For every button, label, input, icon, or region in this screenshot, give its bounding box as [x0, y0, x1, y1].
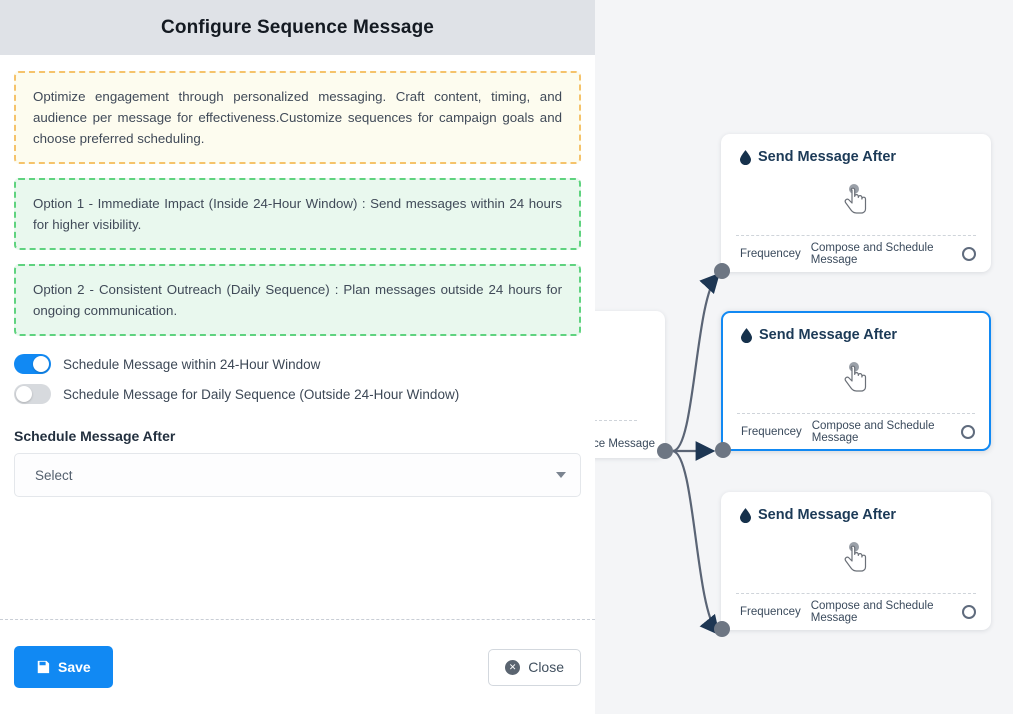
- source-node-partial[interactable]: ce Message: [595, 311, 665, 458]
- close-button-label: Close: [528, 659, 564, 675]
- close-button[interactable]: ✕ Close: [488, 648, 581, 686]
- save-button[interactable]: Save: [14, 646, 113, 688]
- node-title: Send Message After: [758, 149, 897, 165]
- node-divider: [737, 413, 975, 414]
- schedule-message-after-select[interactable]: Select: [14, 453, 581, 497]
- toggle-schedule-daily-sequence[interactable]: [14, 384, 51, 404]
- toggle-label-within-24-hour: Schedule Message within 24-Hour Window: [63, 356, 321, 372]
- node-footer-frequency-label: Frequencey: [741, 425, 802, 438]
- panel-body: Optimize engagement through personalized…: [0, 55, 595, 619]
- edge-to-node-3: [672, 449, 720, 636]
- node-send-message-after-3[interactable]: Send Message After Frequencey Compose an…: [714, 492, 991, 637]
- node-body: [722, 165, 990, 235]
- node-title: Send Message After: [759, 327, 898, 343]
- toggle-row-within-24-hour: Schedule Message within 24-Hour Window: [14, 354, 581, 374]
- source-node-output-handle[interactable]: [657, 443, 673, 459]
- source-node-footer-label: ce Message: [595, 438, 655, 450]
- node-footer: Frequencey Compose and Schedule Message: [722, 236, 990, 271]
- toggle-row-daily-sequence: Schedule Message for Daily Sequence (Out…: [14, 384, 581, 404]
- schedule-message-after-field: Schedule Message After Select: [14, 428, 581, 497]
- node-footer-compose-label: Compose and Schedule Message: [810, 241, 934, 266]
- node-divider: [736, 593, 976, 594]
- info-note-overview: Optimize engagement through personalized…: [14, 71, 581, 164]
- water-drop-icon: [740, 149, 751, 165]
- node-header: Send Message After: [722, 493, 990, 523]
- node-header: Send Message After: [723, 313, 989, 343]
- info-note-option-1: Option 1 - Immediate Impact (Inside 24-H…: [14, 178, 581, 250]
- node-input-handle[interactable]: [715, 442, 731, 458]
- panel-footer: Save ✕ Close: [0, 620, 595, 714]
- node-body: [723, 343, 989, 413]
- toggle-label-daily-sequence: Schedule Message for Daily Sequence (Out…: [63, 386, 460, 402]
- info-note-option-2: Option 2 - Consistent Outreach (Daily Se…: [14, 264, 581, 336]
- node-output-handle[interactable]: [961, 424, 975, 439]
- node-footer: Frequencey Compose and Schedule Message: [722, 594, 990, 629]
- save-button-label: Save: [58, 659, 91, 675]
- edge-to-node-1: [672, 272, 720, 453]
- toggle-knob: [16, 386, 32, 402]
- node-divider: [595, 420, 637, 421]
- schedule-message-after-label: Schedule Message After: [14, 428, 176, 444]
- flow-canvas[interactable]: ce Message Send Message: [595, 0, 1013, 714]
- page-title: Configure Sequence Message: [161, 16, 434, 38]
- water-drop-icon: [741, 327, 752, 343]
- node-output-handle[interactable]: [962, 246, 976, 261]
- node-send-message-after-2[interactable]: Send Message After Frequencey Compose an…: [715, 311, 991, 458]
- water-drop-icon: [740, 507, 751, 523]
- node-input-handle[interactable]: [714, 263, 730, 279]
- node-footer-frequency-label: Frequencey: [740, 605, 801, 618]
- close-circle-icon: ✕: [505, 659, 521, 675]
- node-body: [722, 523, 990, 593]
- node-input-handle[interactable]: [714, 621, 730, 637]
- toggle-knob: [33, 356, 49, 372]
- node-footer-compose-label: Compose and Schedule Message: [810, 599, 934, 624]
- node-footer-frequency-label: Frequencey: [740, 247, 801, 260]
- chevron-down-icon: [556, 472, 566, 478]
- node-title: Send Message After: [758, 507, 897, 523]
- tap-hand-icon: [841, 183, 871, 217]
- footer-divider: [0, 619, 595, 620]
- node-header: Send Message After: [722, 135, 990, 165]
- tap-hand-icon: [841, 541, 871, 575]
- panel-header: Configure Sequence Message: [0, 0, 595, 55]
- node-send-message-after-1[interactable]: Send Message After Frequencey Compose an…: [714, 134, 991, 279]
- tap-hand-icon: [841, 361, 871, 395]
- node-output-handle[interactable]: [962, 604, 976, 619]
- node-divider: [736, 235, 976, 236]
- node-footer-compose-label: Compose and Schedule Message: [811, 419, 935, 444]
- toggle-schedule-within-24-hour[interactable]: [14, 354, 51, 374]
- floppy-disk-icon: [36, 660, 50, 674]
- schedule-message-after-value: Select: [35, 467, 73, 483]
- node-footer: Frequencey Compose and Schedule Message: [723, 414, 989, 449]
- configuration-panel: Configure Sequence Message Optimize enga…: [0, 0, 595, 714]
